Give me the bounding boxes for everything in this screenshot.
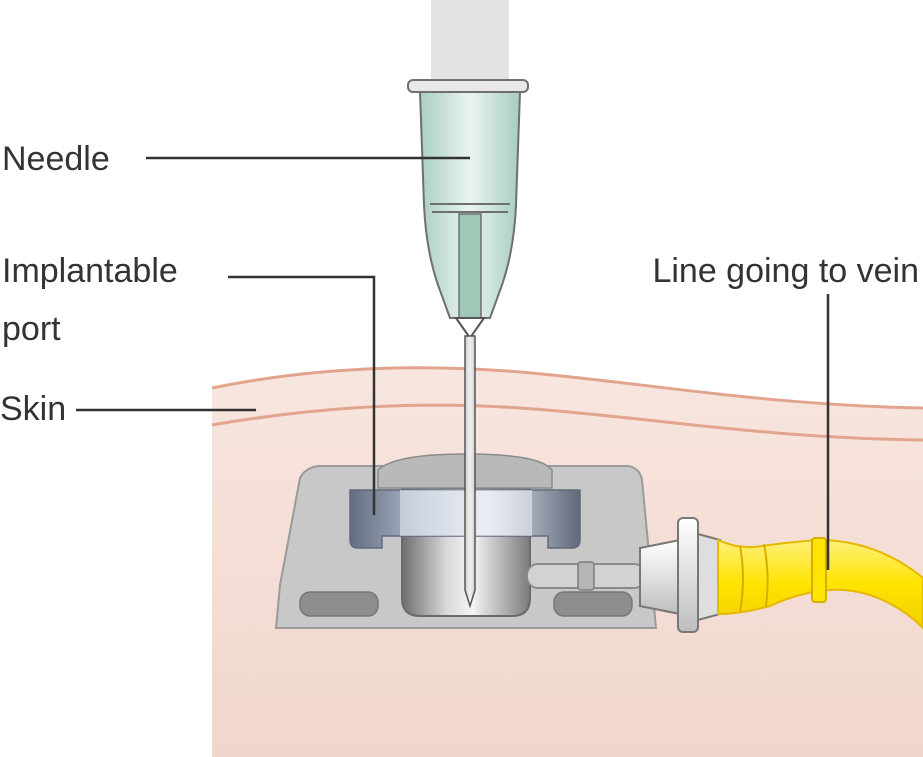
needle-tip-cone (454, 317, 486, 340)
needle-inner-barrel (458, 213, 482, 319)
needle-shaft (464, 335, 476, 609)
label-line-going-to-vein: Line going to vein (652, 252, 919, 290)
port-leader-line (228, 275, 376, 515)
needle-grip (431, 0, 509, 84)
skin-surface-line (211, 366, 923, 410)
label-implantable-port-line2: port (2, 310, 61, 348)
port-base-slot-right (553, 591, 633, 617)
outlet-clamp (577, 561, 595, 591)
catheter-band (811, 537, 827, 603)
port-base-slot-left (299, 591, 379, 617)
connector-collar (677, 517, 699, 633)
label-skin: Skin (0, 390, 66, 428)
catheter-rib-2 (763, 543, 769, 607)
catheter-connector (639, 538, 681, 616)
catheter-rib-1 (739, 545, 744, 613)
label-needle: Needle (2, 140, 110, 178)
skin-layer-line (211, 403, 923, 442)
connector-nose (697, 532, 721, 622)
label-implantable-port-line1: Implantable (2, 252, 178, 290)
needle-hub-flange (407, 79, 529, 93)
